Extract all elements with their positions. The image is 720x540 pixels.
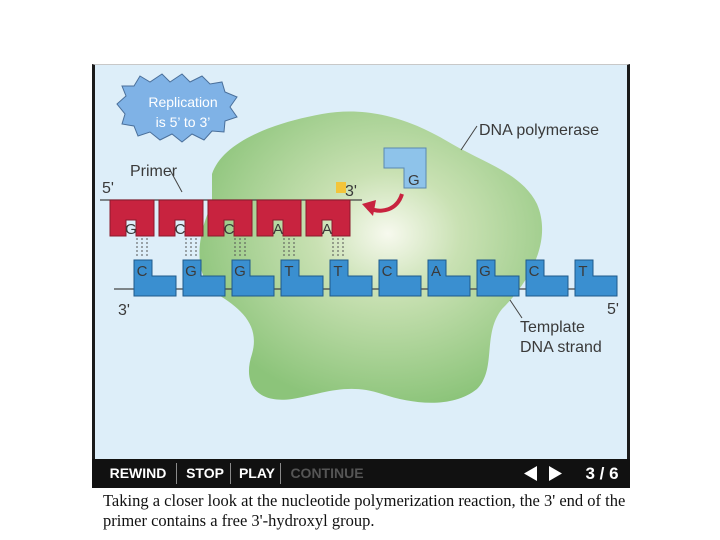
primer-nucleotide (207, 199, 253, 237)
template-nucleotide (525, 259, 569, 297)
template-base-letter: T (284, 263, 293, 280)
primer-nucleotide (305, 199, 351, 237)
template-base-letter: G (234, 263, 246, 280)
base-pair-bonds (136, 238, 344, 258)
page-indicator: 3 / 6 (585, 464, 619, 483)
caption-text: Taking a closer look at the nucleotide p… (103, 491, 626, 530)
dna-polymerase-label: DNA polymerase (479, 122, 599, 139)
three-prime-bottom-label: 3' (118, 302, 130, 319)
primer-label: Primer (130, 163, 178, 180)
incoming-nucleotide (383, 147, 427, 189)
template-label-line2: DNA strand (520, 339, 602, 356)
template-base-letter: C (382, 263, 393, 280)
template-nucleotide (231, 259, 275, 297)
template-base-letter: C (137, 263, 148, 280)
primer-leader (169, 169, 183, 193)
divider (176, 463, 177, 484)
template-nucleotide (476, 259, 520, 297)
template-nucleotide (329, 259, 373, 297)
five-prime-top-label: 5' (102, 180, 114, 197)
primer-base-letter: A (273, 221, 283, 238)
callout-line1: Replication (148, 94, 217, 110)
template-nucleotide (427, 259, 471, 297)
divider (280, 463, 281, 484)
replication-diagram: Replication is 5’ to 3’ DNA polymerase P… (100, 73, 619, 403)
template-base-letter: C (529, 263, 540, 280)
previous-arrow-icon[interactable] (524, 466, 538, 481)
primer-base-letter: G (125, 221, 137, 238)
template-base-letter: A (431, 263, 441, 280)
template-nucleotide (574, 259, 618, 297)
template-nucleotide (182, 259, 226, 297)
primer-base-letter: C (224, 221, 235, 238)
next-arrow-icon[interactable] (548, 466, 562, 481)
playback-controls: REWIND STOP PLAY CONTINUE 3 / 6 (92, 459, 630, 488)
primer-nucleotide (109, 199, 155, 237)
template-base-letter: G (185, 263, 197, 280)
callout-bubble (116, 73, 238, 143)
template-nucleotide (133, 259, 177, 297)
callout-line2: is 5’ to 3’ (156, 114, 211, 130)
dna-polymerase-leader (460, 125, 478, 151)
divider (230, 463, 231, 484)
incorporation-arrowhead (362, 200, 376, 216)
five-prime-bottom-label: 5' (607, 301, 619, 318)
primer-nucleotide (256, 199, 302, 237)
play-button[interactable]: PLAY (238, 465, 276, 481)
template-leader (509, 299, 523, 319)
template-label-line1: Template (520, 319, 585, 336)
primer-base-letter: A (322, 221, 332, 238)
rewind-button[interactable]: REWIND (109, 465, 167, 481)
template-nucleotide (378, 259, 422, 297)
hydroxyl-marker (336, 182, 346, 193)
primer-base-letter: C (175, 221, 186, 238)
template-base-letter: G (479, 263, 491, 280)
primer-nucleotide (158, 199, 204, 237)
continue-button[interactable]: CONTINUE (290, 465, 364, 481)
template-base-letter: T (333, 263, 342, 280)
template-nucleotide (280, 259, 324, 297)
stop-button[interactable]: STOP (186, 465, 224, 481)
incoming-base-letter: G (408, 172, 420, 189)
template-base-letter: T (578, 263, 587, 280)
dna-polymerase-enzyme (199, 111, 543, 403)
three-prime-end-label: 3' (345, 183, 357, 200)
